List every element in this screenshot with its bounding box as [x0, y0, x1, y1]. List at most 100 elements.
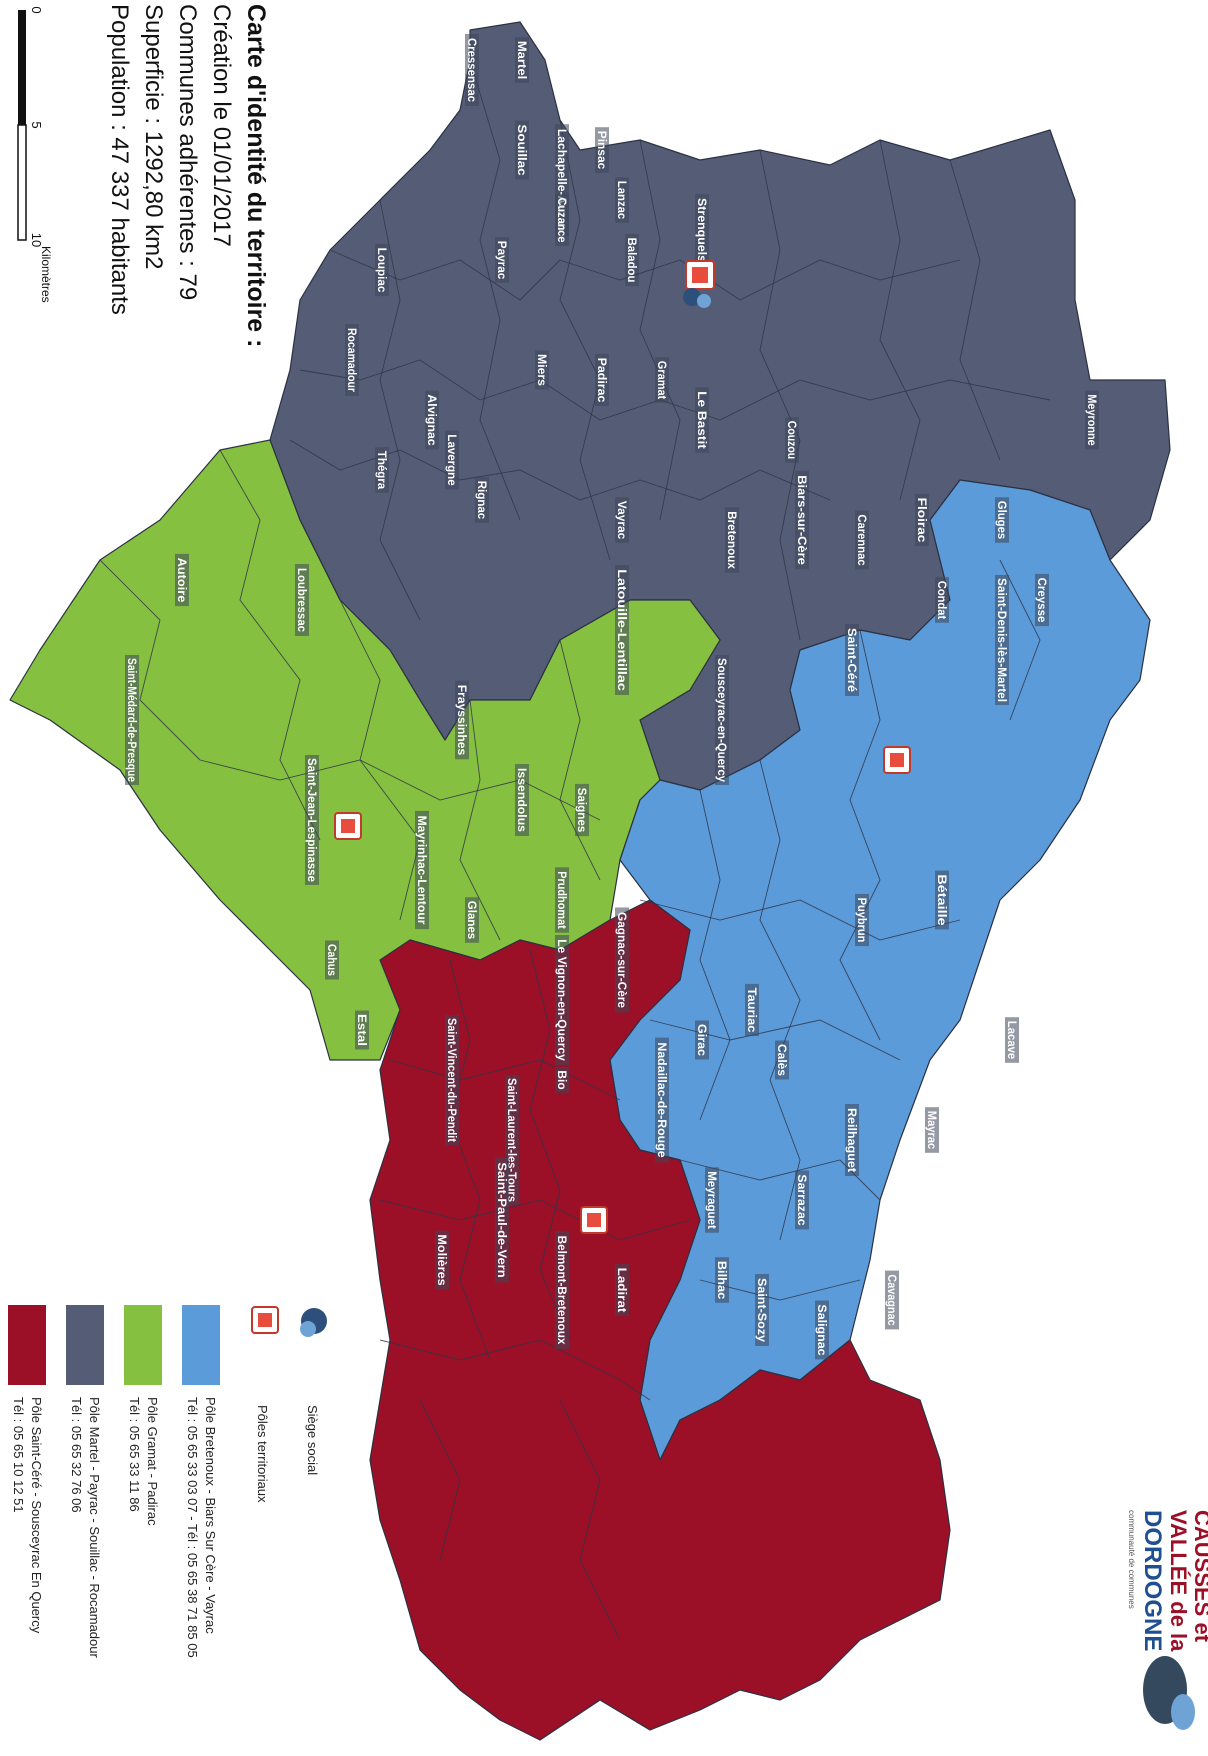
place-label-box — [415, 810, 429, 930]
place-label-group: Biars-sur-Cère — [795, 470, 809, 570]
place-label: Cavagnac — [885, 1274, 899, 1325]
place-label: Bilhac — [715, 1261, 729, 1300]
legend-label: Pôle Saint-Céré - Sousceyrac En Quercy — [29, 1397, 44, 1634]
place-label: Saint-Paul-de-Vern — [495, 1162, 509, 1277]
place-label-box — [555, 1230, 569, 1350]
place-label: Biars-sur-Cère — [795, 475, 809, 565]
logo: CAUSSES et VALLÉE de la DORDOGNE communa… — [1127, 1510, 1208, 1730]
place-label-group: Salignac — [815, 1300, 829, 1360]
headquarters-marker — [683, 260, 715, 308]
place-label: Cahus — [325, 944, 339, 976]
place-label-box — [455, 680, 469, 760]
place-label-group: Saint-Vincent-du-Pendit — [445, 1015, 459, 1145]
place-label: Glanes — [465, 901, 479, 940]
place-label: Payrac — [495, 241, 509, 280]
place-label-group: Payrac — [495, 237, 509, 283]
legend-label: Pôle Gramat - Padirac — [145, 1397, 160, 1526]
place-label-box — [855, 510, 869, 570]
place-label: Padirac — [595, 358, 609, 403]
place-label-group: Martel — [515, 37, 529, 83]
place-label: Latouille-Lentillac — [615, 569, 629, 691]
place-label-box — [375, 447, 389, 493]
place-label: Alvignac — [425, 394, 439, 446]
place-label: Floirac — [915, 498, 929, 543]
legend-item-headquarters: Siège social — [300, 1308, 327, 1475]
place-label-group: Bétaille — [935, 870, 949, 930]
logo-line-3: DORDOGNE — [1139, 1510, 1166, 1651]
territorial-pole-icon — [251, 1306, 279, 1334]
place-label-box — [855, 893, 869, 947]
place-label-box — [555, 935, 569, 1065]
place-label-group: Latouille-Lentillac — [615, 565, 629, 695]
place-label-box — [1035, 573, 1049, 627]
scale-tick: 10 — [29, 233, 44, 247]
place-label-box — [715, 655, 729, 785]
place-label: Gluges — [995, 501, 1009, 540]
place-label-box — [515, 37, 529, 83]
place-label-group: Bretenoux — [725, 507, 739, 573]
place-label-box — [815, 1300, 829, 1360]
place-label-group: Glanes — [465, 897, 479, 943]
place-label-box — [655, 357, 669, 403]
place-label-box — [775, 1040, 789, 1080]
place-label-group: Saint-Paul-de-Vern — [495, 1157, 509, 1283]
place-label-box — [745, 983, 759, 1037]
logo-line-2: VALLÉE de la — [1166, 1510, 1191, 1652]
place-label-group: Saint-Sozy — [755, 1274, 769, 1346]
place-label-group: Saint-Céré — [845, 624, 859, 696]
legend-tel: Tél : 05 65 33 11 86 — [127, 1397, 142, 1512]
place-label-group: Lavergne — [445, 430, 459, 490]
place-label-group: Girac — [695, 1020, 709, 1060]
place-label-group: Reilhaguet — [845, 1104, 859, 1176]
place-label: Prudhomat — [555, 871, 569, 929]
place-label-box — [435, 1230, 449, 1290]
place-label-group: Cressensac — [465, 34, 479, 106]
place-label: Miers — [535, 354, 549, 386]
place-label: Sousceyrac-en-Quercy — [715, 658, 729, 782]
place-label: Issendolus — [515, 768, 529, 832]
legend: Siège social Pôles territoriaux Pôle Bre… — [8, 1305, 327, 1658]
place-label-box — [495, 237, 509, 283]
place-label-group: Cavagnac — [885, 1270, 899, 1330]
place-label-box — [555, 193, 569, 247]
place-label-group: Frayssinhes — [455, 680, 469, 760]
place-label: Saint-Jean-Lespinasse — [305, 758, 319, 882]
place-label-group: Couzou — [785, 417, 799, 463]
place-label-box — [295, 564, 309, 636]
place-label-group: Autoire — [175, 553, 189, 607]
place-label: Autoire — [175, 558, 189, 603]
place-label-box — [845, 624, 859, 696]
scale-tick: 5 — [29, 121, 44, 128]
place-label-group: Gluges — [995, 497, 1009, 543]
legend-swatch — [8, 1305, 46, 1385]
place-label-group: Meyraguet — [705, 1167, 719, 1233]
place-label-group: Saignes — [575, 783, 589, 837]
place-label-box — [175, 553, 189, 607]
place-label-box — [725, 507, 739, 573]
legend-label: Pôle Martel - Payrac - Souillac - Rocama… — [87, 1397, 102, 1658]
legend-tel: Tél : 05 65 33 03 07 - Tél : 05 65 38 71… — [185, 1397, 200, 1658]
place-label-box — [1005, 1017, 1019, 1063]
place-label-box — [555, 867, 569, 933]
place-label-group: Meyronne — [1085, 390, 1099, 450]
place-label: Lacave — [1005, 1021, 1019, 1060]
place-label-box — [355, 1010, 369, 1050]
place-label-box — [615, 177, 629, 223]
place-label-box — [615, 565, 629, 695]
place-label-group: Le Vignon-en-Quercy — [555, 935, 569, 1065]
place-label-group: Souillac — [515, 120, 529, 180]
place-label-box — [555, 1067, 569, 1093]
legend-swatch — [124, 1305, 162, 1385]
headquarters-icon — [300, 1308, 327, 1337]
place-label: Le Bastit — [695, 391, 709, 449]
place-label-box — [935, 577, 949, 623]
place-label-box — [795, 1170, 809, 1230]
place-label-box — [915, 493, 929, 547]
place-label: Thégra — [375, 451, 389, 490]
place-label-group: Thégra — [375, 447, 389, 493]
place-label-group: Nadaillac-de-Rouge — [655, 1037, 669, 1163]
place-label-group: Molières — [435, 1230, 449, 1290]
pole-marker-saint-cere — [580, 1206, 608, 1234]
place-label-box — [615, 497, 629, 543]
